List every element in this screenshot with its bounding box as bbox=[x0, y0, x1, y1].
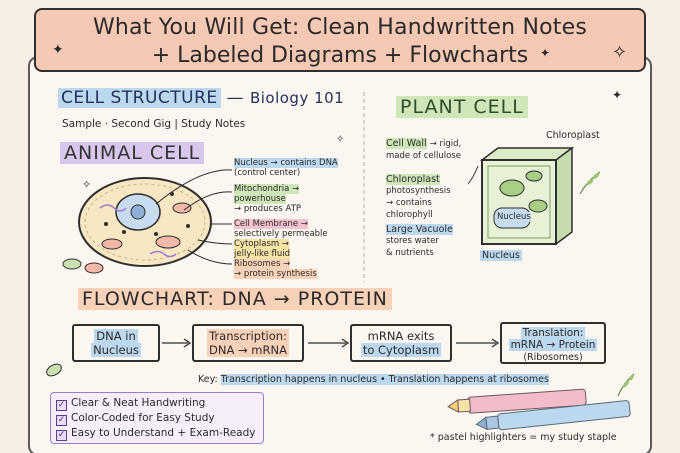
subtitle: Sample · Second Gig | Study Notes bbox=[62, 118, 246, 130]
chloroplast-shape bbox=[528, 199, 548, 213]
banner-line-1: What You Will Get: Clean Handwritten Not… bbox=[92, 15, 588, 40]
chloroplast-shape bbox=[525, 170, 543, 182]
footnote: * pastel highlighters = my study staple bbox=[430, 432, 617, 443]
section-divider bbox=[363, 92, 365, 282]
animal-cell-heading: ANIMAL CELL bbox=[60, 142, 205, 164]
mitochondria-icon bbox=[84, 262, 104, 274]
leaf-icon bbox=[617, 373, 635, 397]
chloroplast-label: Chloroplast photosynthesis → contains ch… bbox=[386, 174, 451, 220]
flowchart-heading: FLOWCHART: DNA → PROTEIN bbox=[78, 288, 392, 310]
feature-checklist bbox=[50, 392, 264, 444]
sparkle-icon: ✦ bbox=[52, 42, 64, 58]
flow-step-dna: DNA in Nucleus bbox=[72, 324, 160, 362]
sparkle-icon: ✧ bbox=[336, 134, 345, 145]
mitochondria-icon bbox=[101, 238, 123, 250]
chloroplast-top-label: Chloroplast bbox=[546, 130, 600, 141]
title-dash: — bbox=[226, 88, 245, 108]
flow-arrows bbox=[162, 338, 500, 348]
mitochondria-icon bbox=[172, 202, 192, 214]
animal-cell-diagram bbox=[62, 169, 233, 274]
sparkle-icon: ✦ bbox=[612, 88, 623, 102]
nucleus-label: Nucleus → contains DNA (control center) bbox=[234, 158, 338, 178]
plant-cell-diagram bbox=[468, 146, 575, 246]
cell-structure-heading: CELL STRUCTURE bbox=[58, 88, 221, 108]
mitochondria-icon bbox=[46, 363, 62, 377]
mitochondria-icon bbox=[155, 235, 181, 249]
plant-nucleus-inner-label: Nucleus bbox=[497, 212, 531, 222]
vacuole-label: Large Vacuole stores water & nutrients bbox=[386, 224, 453, 258]
checklist-item: ✓Color-Coded for Easy Study bbox=[56, 412, 215, 426]
title-banner: What You Will Get: Clean Handwritten Not… bbox=[34, 8, 646, 72]
sparkle-icon: ✧ bbox=[612, 42, 628, 63]
cell-membrane-label: Cell Membrane → selectively permeable bbox=[234, 219, 328, 239]
flow-step-mrna-exits: mRNA exits to Cytoplasm bbox=[350, 324, 452, 362]
highlighter-icon bbox=[447, 388, 631, 431]
checklist-item: ✓Clear & Neat Handwriting bbox=[56, 397, 206, 411]
sparkle-icon: ✧ bbox=[82, 178, 92, 191]
plant-nucleus-label: Nucleus bbox=[480, 250, 522, 261]
cytoplasm-label: Cytoplasm → jelly-like fluid bbox=[234, 239, 291, 259]
subject-label: Biology 101 bbox=[249, 89, 345, 107]
banner-line-2: + Labeled Diagrams + Flowcharts bbox=[151, 43, 529, 68]
mitochondria-label: Mitochondria → powerhouse → produces ATP bbox=[234, 184, 302, 214]
leaf-icon bbox=[579, 171, 601, 195]
plant-cell-heading: PLANT CELL bbox=[396, 96, 528, 118]
cell-structure-title: CELL STRUCTURE — Biology 101 bbox=[58, 88, 344, 108]
flow-step-transcription: Transcription: DNA → mRNA bbox=[192, 324, 304, 362]
ribosomes-label: Ribosomes → → protein synthesis bbox=[234, 259, 317, 279]
cell-wall-label: Cell Wall → rigid, made of cellulose bbox=[386, 138, 462, 161]
flowchart-key: Key: Transcription happens in nucleus • … bbox=[198, 374, 549, 385]
chloroplast-shape bbox=[499, 179, 525, 197]
mitochondria-icon bbox=[62, 258, 82, 270]
flow-step-translation: Translation: mRNA → Protein (Ribosomes) bbox=[500, 322, 606, 364]
checklist-item: ✓Easy to Understand + Exam-Ready bbox=[56, 427, 256, 441]
sparkle-icon: ✦ bbox=[540, 46, 551, 60]
